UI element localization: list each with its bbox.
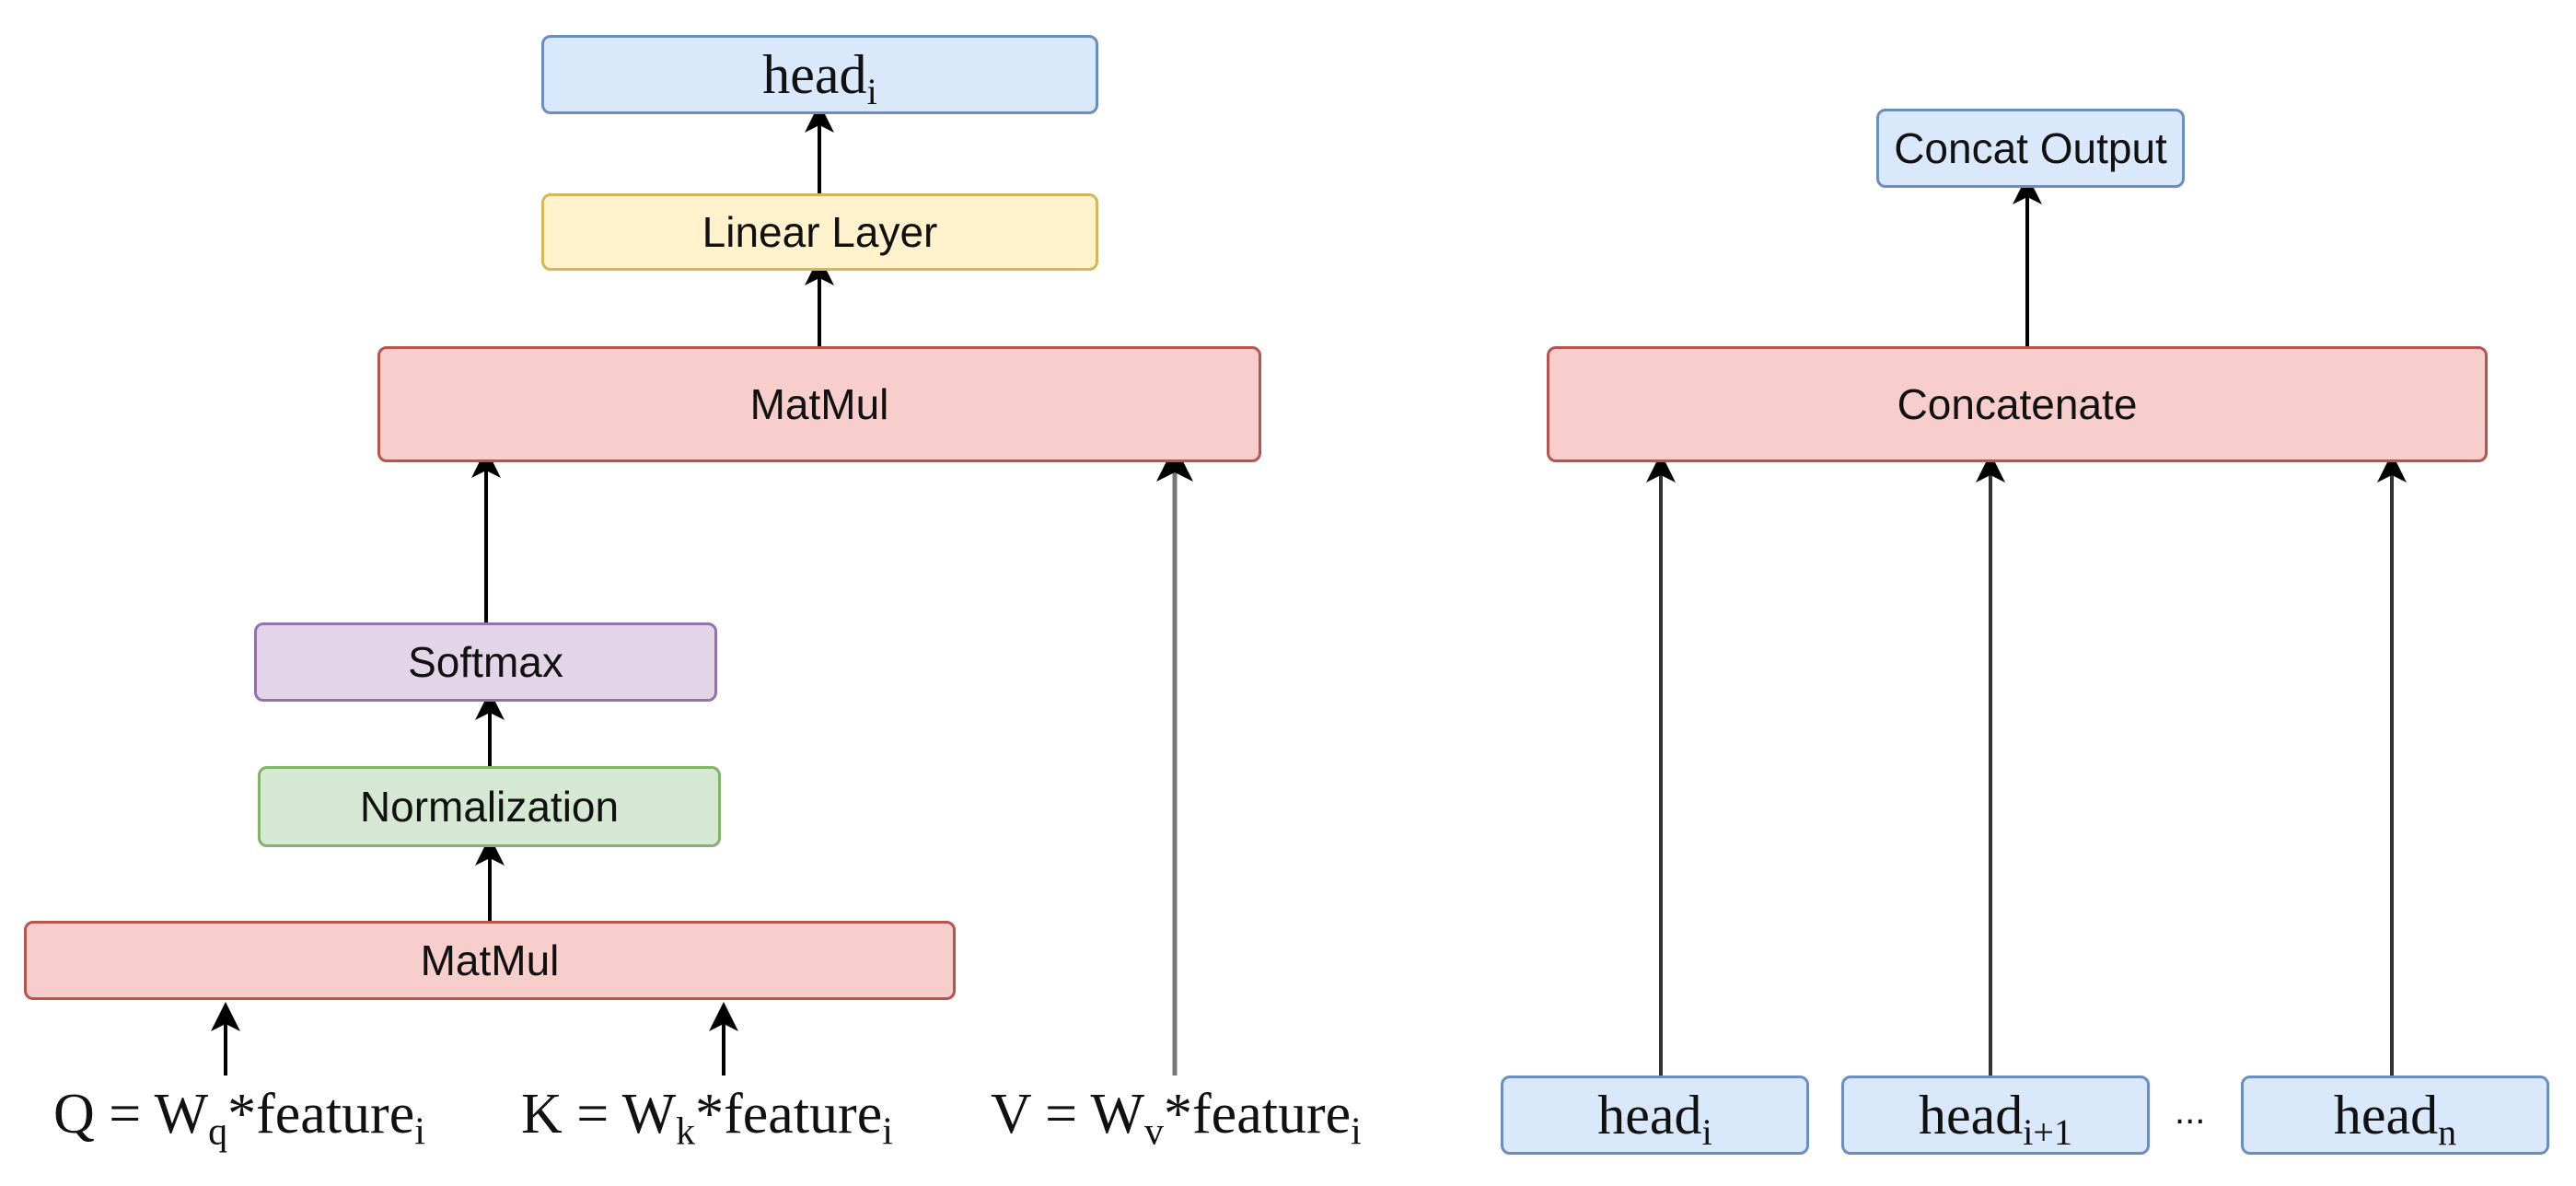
- ellipsis: ...: [2175, 1091, 2206, 1132]
- softmax-label: Softmax: [408, 638, 563, 686]
- head-n-box: headn: [2241, 1076, 2549, 1155]
- head-i1-label: headi+1: [1919, 1084, 2072, 1153]
- head-i-label: headi: [1597, 1084, 1712, 1153]
- softmax-box: Softmax: [254, 622, 717, 702]
- q-formula: Q = Wq*featurei: [53, 1083, 425, 1154]
- head-i-box: headi: [1501, 1076, 1809, 1155]
- k-formula: K = Wk*featurei: [521, 1083, 893, 1154]
- head-output-label: headi: [762, 43, 877, 112]
- normalization-label: Normalization: [359, 783, 620, 831]
- matmul-bottom-label: MatMul: [420, 936, 560, 984]
- linear-layer-box: Linear Layer: [541, 193, 1098, 271]
- matmul-top-label: MatMul: [749, 380, 889, 428]
- v-formula: V = Wv*featurei: [991, 1083, 1362, 1154]
- concat-output-box: Concat Output: [1876, 109, 2185, 188]
- head-n-label: headn: [2333, 1084, 2457, 1153]
- linear-layer-label: Linear Layer: [702, 208, 938, 256]
- normalization-box: Normalization: [258, 766, 721, 847]
- head-i1-box: headi+1: [1841, 1076, 2150, 1155]
- matmul-top-box: MatMul: [377, 346, 1261, 462]
- matmul-bottom-box: MatMul: [24, 921, 956, 1000]
- concatenate-box: Concatenate: [1547, 346, 2488, 462]
- head-output-box: headi: [541, 35, 1098, 114]
- concatenate-label: Concatenate: [1897, 380, 2138, 428]
- concat-output-label: Concat Output: [1894, 124, 2167, 172]
